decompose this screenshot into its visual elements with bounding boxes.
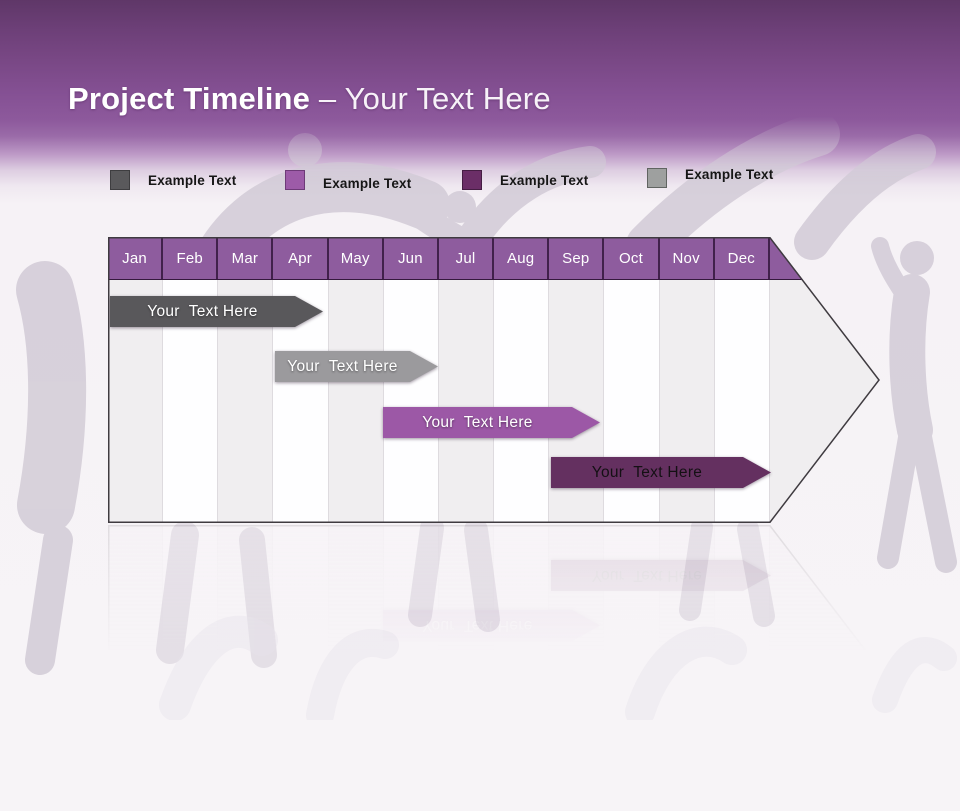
timeline-bar-3: Your Text Here: [383, 407, 600, 438]
month-cell-aug: Aug: [494, 237, 550, 279]
timeline-bar-1: Your Text Here: [110, 296, 323, 327]
timeline-chart: Jan Feb Mar Apr May Jun Jul Aug Sep Oct …: [108, 237, 880, 523]
legend-label: Example Text: [685, 166, 774, 182]
legend-label: Example Text: [323, 175, 412, 191]
month-cell-mar: Mar: [218, 237, 274, 279]
legend-item-3: Example Text: [462, 170, 588, 190]
timeline-bar-shape: Your Text Here: [110, 296, 323, 327]
legend-swatch-light-gray-icon: [647, 168, 667, 188]
title-main: Project Timeline: [68, 80, 319, 116]
month-header-row: Jan Feb Mar Apr May Jun Jul Aug Sep Oct …: [108, 237, 880, 280]
timeline-bar-shape: Your Text Here: [551, 457, 771, 488]
month-cell-sep: Sep: [549, 237, 605, 279]
timeline-bar-shape: Your Text Here: [383, 407, 600, 438]
bar-label: Your Text Here: [147, 302, 258, 320]
month-cell-jan: Jan: [108, 237, 164, 279]
month-cell-jun: Jun: [384, 237, 439, 279]
month-cell-may: May: [329, 237, 384, 279]
legend-swatch-purple-icon: [285, 170, 305, 190]
legend-swatch-gray-icon: [110, 170, 130, 190]
timeline-bar-4: Your Text Here: [551, 457, 771, 488]
month-cell-dec: Dec: [715, 237, 770, 279]
legend-swatch-dark-purple-icon: [462, 170, 482, 190]
month-cell-apr: Apr: [273, 237, 329, 279]
month-column: [494, 280, 550, 523]
month-column: [328, 280, 384, 523]
month-cell-jul: Jul: [439, 237, 495, 279]
month-cell-oct: Oct: [604, 237, 660, 279]
month-cell-feb: Feb: [163, 237, 219, 279]
month-cell-nov: Nov: [660, 237, 715, 279]
timeline-bar-shape: Your Text Here: [275, 351, 438, 382]
legend-label: Example Text: [148, 172, 237, 188]
month-column: [438, 280, 495, 523]
bar-label: Your Text Here: [287, 357, 398, 375]
arrow-tip-area: [769, 280, 880, 523]
bar-label: Your Text Here: [422, 413, 533, 431]
timeline-arrow-body: Jan Feb Mar Apr May Jun Jul Aug Sep Oct …: [108, 237, 880, 523]
legend-item-4: Example Text: [647, 166, 774, 188]
legend-item-1: Example Text: [110, 170, 236, 190]
timeline-bar-2: Your Text Here: [275, 351, 438, 382]
month-header-tail: [769, 237, 880, 279]
legend-item-2: Example Text: [285, 170, 412, 191]
bar-label: Your Text Here: [591, 463, 703, 481]
title-subtitle: – Your Text Here: [318, 80, 551, 116]
month-column: [383, 280, 439, 523]
legend-label: Example Text: [500, 172, 589, 188]
page-title: Project Timeline – Your Text Here: [68, 81, 551, 117]
